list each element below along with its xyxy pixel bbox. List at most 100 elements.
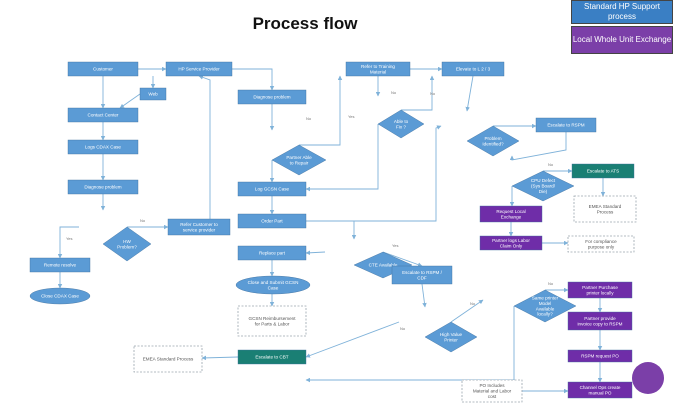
connector-arrow: [305, 306, 515, 383]
connector-arrow: [401, 75, 435, 111]
connector-arrow: [305, 321, 400, 358]
customer-label: Customer: [93, 67, 113, 72]
web-label: Web: [148, 92, 158, 97]
log-gcsn-label: Log GCSN Case: [255, 187, 290, 192]
refer-training-box: [345, 61, 411, 77]
emea-std-left-note: [133, 345, 203, 373]
replace-part-box: [237, 245, 307, 261]
diagnose-sp-box: [237, 89, 307, 105]
cpu-defect-label: CPU Defect(Sys Board/Die): [531, 178, 556, 194]
edge-label-yes: Yes: [348, 114, 355, 119]
connector-arrow: [465, 75, 474, 112]
purple-circle-icon: [632, 362, 664, 394]
contact-center-label: Contact Center: [88, 113, 119, 118]
elevate-label: Elevate to L 2 / 3: [456, 67, 491, 72]
edge-label-no: No: [140, 218, 146, 223]
connector-arrow: [509, 132, 567, 161]
cpu-defect-decision: [511, 170, 575, 202]
partner-able-repair-decision: [271, 144, 327, 176]
connector-arrow: [306, 125, 442, 222]
connector-arrow: [421, 283, 427, 308]
escalate-cbt-box: [237, 349, 307, 365]
po-includes-note: [461, 379, 523, 403]
escalate-cbt-label: Escalate to CBT: [255, 355, 288, 360]
gcsn-reimb-note: [237, 305, 307, 337]
partner-logs-labor-box: [479, 235, 543, 251]
order-part-label: Order Part: [261, 219, 283, 224]
diagnose-cc-label: Diagnose problem: [84, 185, 121, 190]
channel-ops-box: [567, 381, 633, 399]
partner-invoice-box: [567, 311, 633, 331]
log-gcsn-box: [237, 181, 307, 197]
high-value-printer-decision: [424, 321, 478, 353]
connector-arrow: [299, 75, 343, 146]
escalate-ats-box: [571, 163, 635, 179]
edge-label-no: No: [306, 116, 312, 121]
legend-local-exchange: Local Whole Unit Exchange: [571, 26, 673, 54]
connector-arrow: [232, 68, 275, 91]
edge-label-no: No: [548, 162, 554, 167]
log-cdax-label: Logs CDAX Case: [85, 145, 121, 150]
connector-arrow: [450, 299, 484, 323]
diagnose-cc-box: [67, 179, 139, 195]
contact-center-box: [67, 107, 139, 123]
connector-arrow: [119, 93, 141, 109]
elevate-box: [441, 61, 505, 77]
request-local-exchange-box: [479, 205, 543, 223]
diagnose-sp-label: Diagnose problem: [253, 95, 290, 100]
close-cdax-terminator: [29, 287, 91, 305]
close-submit-terminator: [235, 275, 311, 295]
edge-label-no: No: [548, 281, 554, 286]
emea-std-left-label: EMEA Standard Process: [143, 357, 194, 362]
connector-arrow: [305, 124, 379, 192]
edge-label-yes: Yes: [392, 243, 399, 248]
web-box: [139, 87, 167, 101]
connector-arrow: [305, 250, 326, 256]
refer-customer-box: [167, 218, 231, 236]
legend-hp-standard: Standard HP Support process: [571, 0, 673, 24]
connector-arrow: [306, 220, 357, 240]
close-cdax-label: Close CDAX Case: [41, 294, 79, 299]
order-part-box: [237, 213, 307, 229]
partner-purchase-box: [567, 281, 633, 299]
same-printer-decision: [513, 289, 577, 323]
edge-label-no: No: [470, 301, 476, 306]
connector-arrow: [382, 251, 423, 267]
connector-arrow: [57, 226, 79, 259]
replace-part-label: Replace part: [259, 251, 286, 256]
for-compliance-note: [567, 235, 635, 253]
cte-available-label: CTE Available: [369, 263, 398, 268]
escalate-rspm-mid-box: [391, 265, 453, 285]
page-title: Process flow: [252, 14, 358, 33]
escalate-ats-label: Escalate to ATS: [587, 169, 619, 174]
escalate-rspm-mid-label: Escalate to RSPM /CDF: [402, 270, 443, 280]
escalate-rspm-top-box: [535, 117, 597, 133]
edge-label-no: No: [430, 91, 436, 96]
connector-arrow: [201, 355, 239, 361]
escalate-rspm-top-label: Escalate to RSPM: [547, 123, 584, 128]
rspm-request-po-label: RSPM request PO: [581, 354, 619, 359]
remote-resolve-label: Remote resolve: [44, 263, 77, 268]
able-to-fix-decision: [377, 109, 425, 139]
hw-problem-decision: [102, 226, 152, 262]
flow-connectors: YesNoNoYesNoNoYesYesNoYesNoNoNo: [57, 66, 606, 394]
